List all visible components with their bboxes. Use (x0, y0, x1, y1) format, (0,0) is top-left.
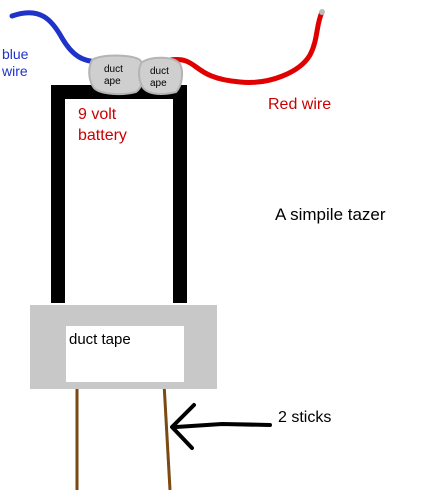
battery-label-line2: battery (78, 127, 127, 144)
tape-right-label-line2: ape (150, 78, 167, 89)
arrow-head (170, 403, 196, 450)
tape-right-label-line1: duct (150, 66, 169, 77)
duct-tape-label-box (66, 326, 184, 382)
stick-right (162, 382, 172, 490)
red-wire-end (319, 9, 325, 15)
blue-wire-label-line2: wire (2, 63, 28, 79)
red-wire (167, 9, 325, 85)
battery-label-line1: 9 volt (78, 106, 117, 123)
blue-wire-label: blue wire (2, 46, 28, 80)
tape-left-label-line1: duct (104, 64, 123, 75)
tape-left-label-line2: ape (104, 76, 121, 87)
duct-tape-label: duct tape (69, 331, 131, 348)
tape-piece-left (88, 54, 145, 96)
diagram-title: A simpile tazer (275, 205, 386, 224)
blue-wire-label-line1: blue (2, 46, 29, 62)
tape-piece-right (138, 56, 184, 95)
battery-label: 9 volt battery (78, 104, 127, 146)
sticks-label: 2 sticks (278, 409, 332, 426)
arrow-shaft (174, 421, 272, 429)
tape-right-label: duct ape (150, 66, 169, 90)
blue-wire (9, 10, 103, 65)
tape-left-label: duct ape (104, 64, 123, 88)
red-wire-label: Red wire (268, 96, 332, 113)
